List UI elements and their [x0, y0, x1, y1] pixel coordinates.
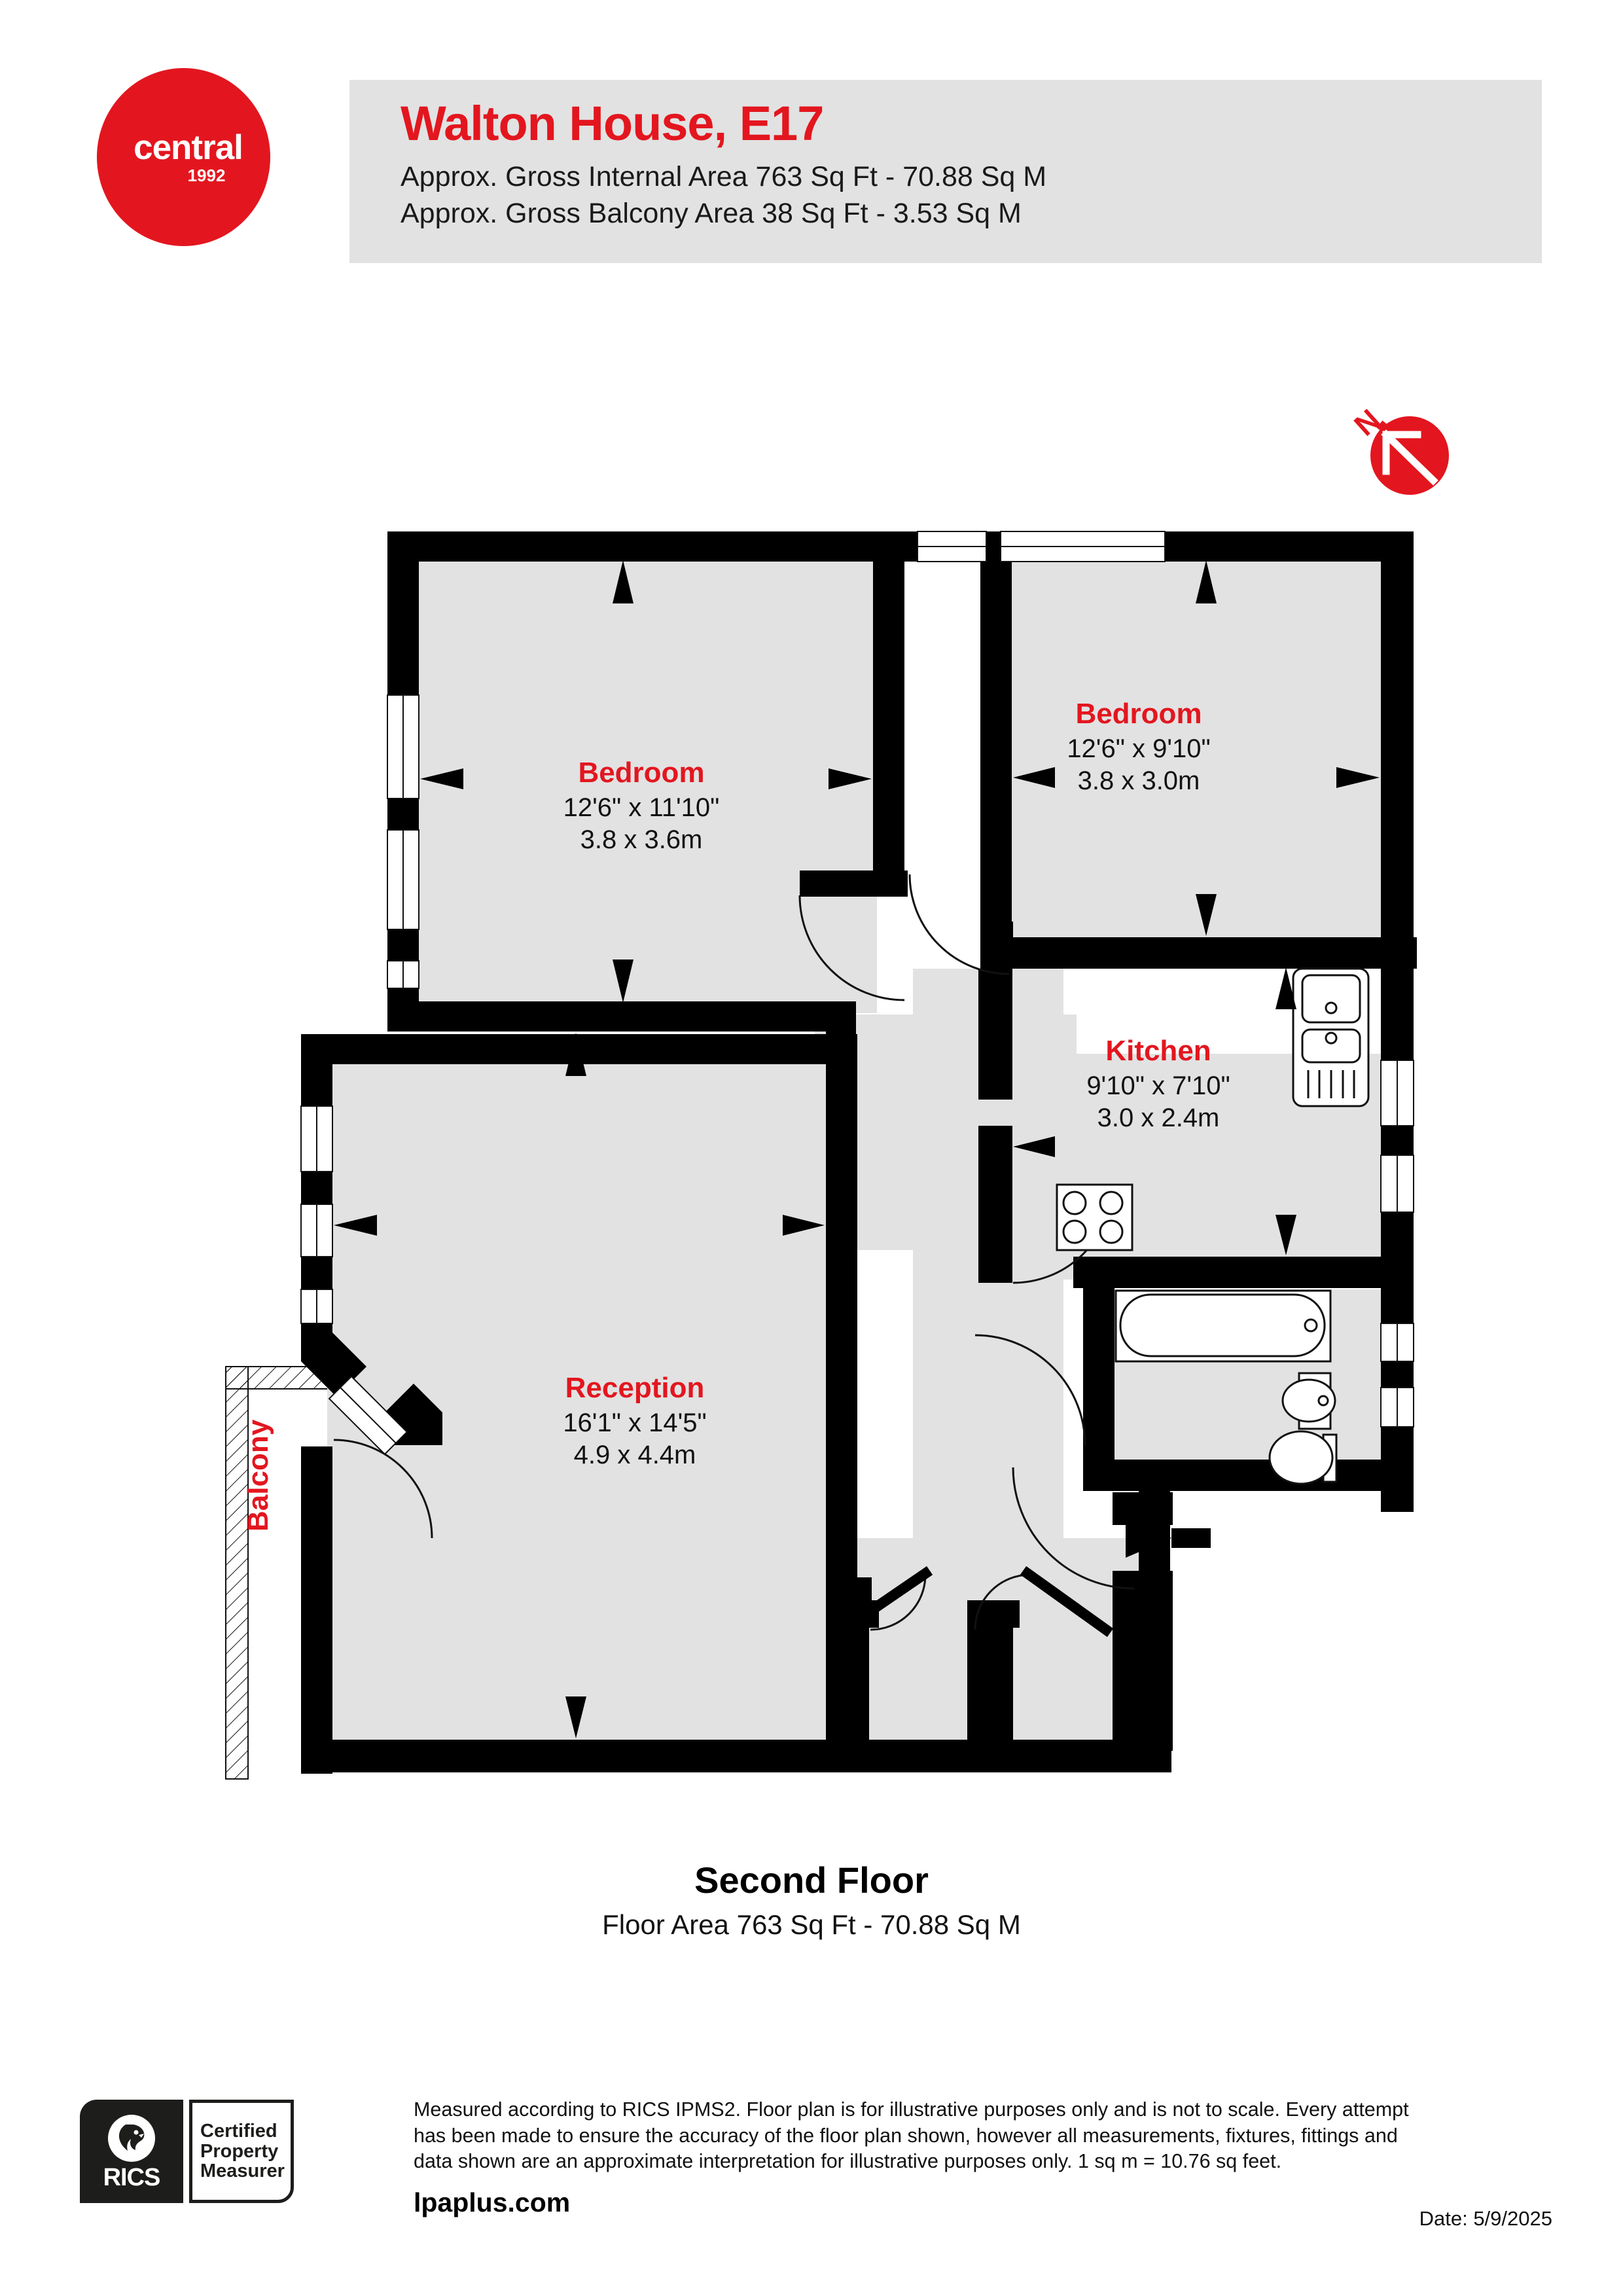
page-title: Walton House, E17: [401, 96, 824, 151]
room-label-bedroom-left: Bedroom 12'6" x 11'10" 3.8 x 3.6m: [504, 756, 779, 855]
brand-logo-year: 1992: [187, 166, 226, 185]
internal-area-line: Approx. Gross Internal Area 763 Sq Ft - …: [401, 161, 1047, 193]
compass-rose: N: [1342, 401, 1453, 505]
kitchen-sink-icon: [1292, 967, 1370, 1107]
dimension-markers: [334, 560, 1380, 1738]
cpm-line-2: Property: [200, 2140, 279, 2162]
room-dim-metric: 4.9 x 4.4m: [573, 1441, 696, 1470]
room-name: Kitchen: [1105, 1035, 1211, 1067]
disclaimer-line-1: Measured according to RICS IPMS2. Floor …: [414, 2098, 1409, 2121]
brand-logo: central 1992: [97, 68, 270, 246]
room-dim-imperial: 12'6" x 9'10": [1067, 734, 1211, 764]
site-url[interactable]: lpaplus.com: [414, 2187, 571, 2217]
brand-logo-word: central: [134, 128, 243, 167]
certified-property-measurer-badge: Certified Property Measurer: [189, 2100, 294, 2203]
bath-tub-icon: [1115, 1289, 1332, 1363]
room-name: Bedroom: [1075, 698, 1202, 730]
room-dim-imperial: 12'6" x 11'10": [563, 793, 720, 823]
compass-icon: N: [1347, 403, 1449, 495]
cpm-line-1: Certified: [200, 2120, 277, 2142]
cpm-line-3: Measurer: [200, 2161, 285, 2182]
bathroom-fixtures: [1115, 1289, 1338, 1485]
kitchen-hob-icon: [1056, 1183, 1133, 1251]
disclaimer-line-2: has been made to ensure the accuracy of …: [414, 2124, 1398, 2147]
room-label-reception: Reception 16'1" x 14'5" 4.9 x 4.4m: [497, 1371, 772, 1471]
rics-logo: RICS: [80, 2100, 183, 2203]
kitchen-fixtures: [1056, 967, 1370, 1251]
room-label-bedroom-right: Bedroom 12'6" x 9'10" 3.8 x 3.0m: [1001, 697, 1276, 797]
floor-caption: Second Floor Floor Area 763 Sq Ft - 70.8…: [0, 1859, 1623, 1943]
room-label-balcony: Balcony: [242, 1419, 274, 1532]
room-dim-imperial: 16'1" x 14'5": [563, 1408, 707, 1438]
disclaimer-text: Measured according to RICS IPMS2. Floor …: [414, 2097, 1552, 2175]
room-dim-metric: 3.8 x 3.0m: [1077, 766, 1200, 796]
room-label-kitchen: Kitchen 9'10" x 7'10" 3.0 x 2.4m: [1021, 1034, 1296, 1134]
footer: RICS Certified Property Measurer Measure…: [0, 2088, 1623, 2258]
cupboard-door-leaves: [843, 1566, 1114, 1638]
room-dim-imperial: 9'10" x 7'10": [1086, 1071, 1230, 1101]
floor-title: Second Floor: [694, 1859, 929, 1901]
rics-wordmark: RICS: [103, 2164, 161, 2191]
room-dim-metric: 3.0 x 2.4m: [1097, 1103, 1220, 1133]
balcony-area-line: Approx. Gross Balcony Area 38 Sq Ft - 3.…: [401, 198, 1022, 230]
toilet-icon: [1268, 1430, 1338, 1485]
rics-lion-icon: [108, 2115, 155, 2162]
floor-plan-drawing: [225, 531, 1417, 1780]
windows: [300, 531, 1414, 1456]
disclaimer-line-3: data shown are an approximate interpreta…: [414, 2150, 1282, 2173]
floor-area-line: Floor Area 763 Sq Ft - 70.88 Sq M: [602, 1909, 1021, 1941]
wash-basin-icon: [1281, 1372, 1336, 1430]
header-text-block: Walton House, E17 Approx. Gross Internal…: [401, 97, 1513, 232]
room-name: Reception: [565, 1372, 705, 1404]
room-name: Bedroom: [578, 757, 705, 789]
header-band: [349, 80, 1542, 263]
plan-date: Date: 5/9/2025: [1419, 2207, 1552, 2230]
floor-plan: [0, 517, 1623, 1787]
room-dim-metric: 3.8 x 3.6m: [580, 825, 703, 855]
rics-certification-block: RICS Certified Property Measurer: [80, 2100, 294, 2203]
